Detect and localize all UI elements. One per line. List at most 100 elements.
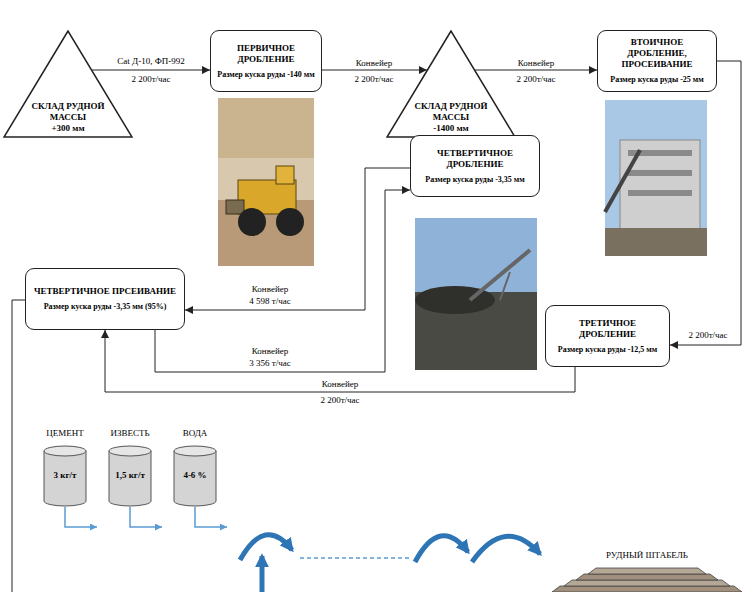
text-holder: ПЕРВИЧНОЕ ДРОБЛЕНИЕ Размер куска руды -14… [215, 43, 317, 80]
feed-arrow [260, 556, 265, 592]
node-note: Размер куска руды -25 мм [602, 75, 712, 85]
conveyor [605, 150, 640, 212]
heap-layer [552, 586, 742, 592]
tank-body [44, 451, 86, 506]
ore-heap: РУДНЫЙ ШТАБЕЛЬ [552, 550, 742, 592]
tank-top [44, 446, 86, 456]
additive-tank: ИЗВЕСТЬ1,5 кг/т [108, 445, 152, 507]
text-holder: ВОДА4-6 % [173, 445, 217, 507]
photo-slope [218, 98, 314, 158]
node-title: ЦЕМЕНТ [46, 428, 84, 439]
process-box: ЧЕТВЕРТИЧНОЕ ДРОБЛЕНИЕРазмер куска руды … [410, 135, 540, 197]
text-holder: ЧЕТВЕРТИЧНОЕ ПРСЕИВАНИЕ Размер куска руды… [30, 286, 180, 312]
node-note: 4-6 % [173, 470, 217, 481]
edge-label: Конвейер [354, 58, 394, 69]
dosing-line [130, 507, 162, 527]
plant-windows [628, 170, 692, 176]
process-box: ПЕРВИЧНОЕ ДРОБЛЕНИЕ Размер куска руды -14… [210, 30, 322, 92]
node-note: Размер куска руды -12,5 мм [550, 345, 665, 355]
node-title: ВОДА [183, 428, 208, 439]
flow-rate: 2 200т/час [318, 395, 361, 406]
loader-bucket [226, 200, 244, 214]
tank-body [109, 451, 151, 506]
crusher-photo [415, 218, 537, 370]
node-title: РУДНЫЙ ШТАБЕЛЬ [552, 550, 742, 561]
loader-photo [218, 98, 314, 266]
flow-rate: 2 200т/час [514, 74, 557, 85]
additive-tank: ВОДА4-6 % [173, 445, 217, 507]
node-title: СКЛАД РУДНОЙ МАССЫ [411, 101, 491, 123]
node-note: Размер куска руды -3,35 мм (95%) [30, 302, 180, 312]
text-holder: ЧЕТВЕРТИЧНОЕ ДРОБЛЕНИЕРазмер куска руды … [415, 148, 535, 185]
conveyor-line [185, 168, 410, 310]
dashed-link [300, 557, 412, 559]
mixing-arrow [472, 536, 540, 562]
photo-ground [218, 98, 314, 266]
node-title: ТРЕТИЧНОЕ ДРОБЛЕНИЕ [550, 318, 665, 340]
heap-layer [576, 574, 718, 580]
node-title: ЧЕТВЕРТИЧНОЕ ПРСЕИВАНИЕ [30, 286, 180, 297]
text-holder: РУДНЫЙ ШТАБЕЛЬ [552, 550, 742, 561]
edge-label: Конвейер [320, 379, 360, 390]
node-title: ИЗВЕСТЬ [110, 428, 149, 439]
tank-top [109, 446, 151, 456]
edge-label: Конвейер [250, 284, 290, 295]
flow-rate: 2 200т/час [352, 74, 395, 85]
node-title: ВТОИЧНОЕ ДРОБЛЕНИЕ, ПРОСЕИВАНИЕ [602, 37, 712, 70]
plant-photo [605, 100, 707, 256]
process-box: ЧЕТВЕРТИЧНОЕ ПРСЕИВАНИЕ Размер куска руды… [25, 268, 185, 330]
plant-building [620, 140, 700, 230]
text-holder: ИЗВЕСТЬ1,5 кг/т [108, 445, 152, 507]
heap-layer [564, 580, 730, 586]
feed-line [12, 300, 25, 592]
triangle-shape [387, 31, 515, 137]
tank-body [174, 451, 216, 506]
node-note: Размер куска руды -140 мм [215, 70, 317, 80]
process-box: ТРЕТИЧНОЕ ДРОБЛЕНИЕ Размер куска руды -12… [545, 305, 670, 367]
photo-ground [605, 228, 707, 256]
conveyor-line [105, 330, 575, 392]
flow-rate: 2 200т/час [129, 74, 172, 85]
edge-label: Конвейер [250, 346, 290, 357]
flow-rate: 4 598 т/час [247, 296, 292, 307]
node-note: -1400 мм [386, 123, 516, 134]
node-note: 3 кг/т [43, 470, 87, 481]
conveyor-line [475, 70, 597, 71]
dosing-line [65, 507, 97, 527]
node-note: Размер куска руды -3,35 мм [415, 175, 535, 185]
text-holder: ЦЕМЕНТ3 кг/т [43, 445, 87, 507]
photo-sky [415, 218, 537, 370]
heap-layer [588, 568, 706, 574]
tank-top [174, 446, 216, 456]
mixing-arrow [415, 536, 468, 562]
conveyor-line [322, 70, 427, 71]
conveyor [470, 250, 530, 300]
node-title: СКЛАД РУДНОЙ МАССЫ [28, 101, 108, 123]
loader-cab [276, 166, 294, 184]
text-holder: ТРЕТИЧНОЕ ДРОБЛЕНИЕ Размер куска руды -12… [550, 318, 665, 355]
edge-label: Конвейер [516, 58, 556, 69]
loader-wheel [276, 208, 304, 236]
flow-rate: 2 200т/час [686, 330, 729, 341]
stockpile-triangle: СКЛАД РУДНОЙ МАССЫ-1400 мм [386, 30, 516, 138]
triangle-shape [4, 31, 132, 137]
conveyor-leg [500, 272, 510, 300]
loader-wheel [238, 208, 266, 236]
process-box: ВТОИЧНОЕ ДРОБЛЕНИЕ, ПРОСЕИВАНИЕ Размер ку… [597, 30, 717, 92]
photo-sky [605, 100, 707, 256]
text-holder: ВТОИЧНОЕ ДРОБЛЕНИЕ, ПРОСЕИВАНИЕ Размер ку… [602, 37, 712, 85]
node-note: +300 мм [3, 123, 133, 134]
additive-tank: ЦЕМЕНТ3 кг/т [43, 445, 87, 507]
text-holder: СКЛАД РУДНОЙ МАССЫ+300 мм [3, 101, 133, 134]
plant-windows [628, 190, 692, 196]
dosing-line [195, 507, 227, 527]
conveyor-line [670, 61, 741, 345]
stockpile-triangle: СКЛАД РУДНОЙ МАССЫ+300 мм [3, 30, 133, 138]
mixing-arrow [240, 535, 292, 560]
flow-rate: 3 356 т/час [247, 358, 292, 369]
conveyor-line [92, 70, 210, 71]
node-note: 1,5 кг/т [108, 470, 152, 481]
node-title: ПЕРВИЧНОЕ ДРОБЛЕНИЕ [215, 43, 317, 65]
